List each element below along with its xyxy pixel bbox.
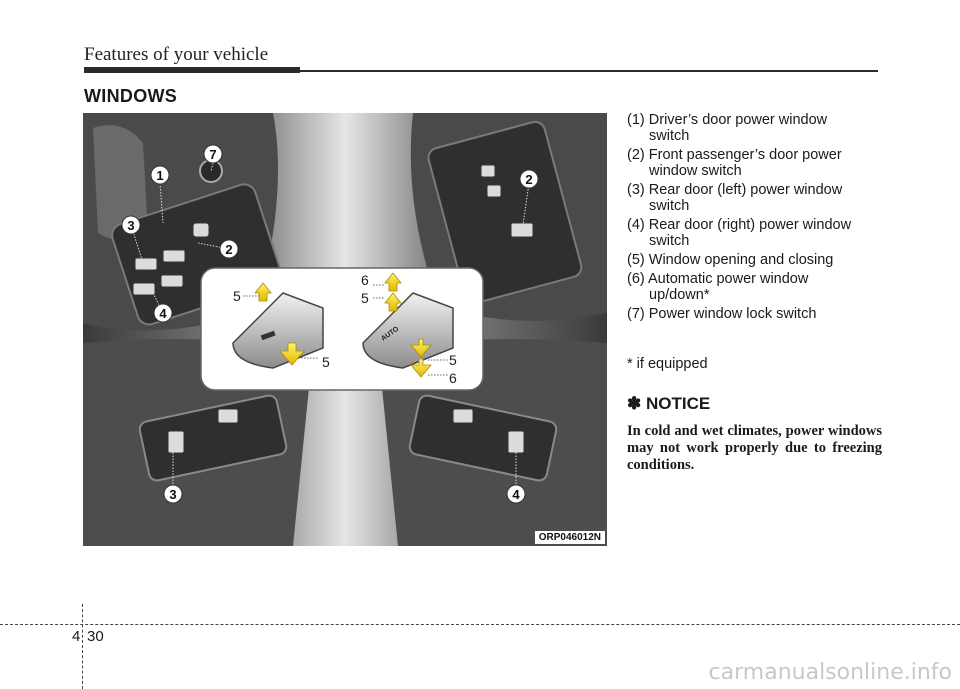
svg-text:4: 4	[159, 306, 167, 321]
legend-item: (7) Power window lock switch	[627, 306, 887, 322]
legend-item: (5) Window opening and closing	[627, 252, 887, 268]
callout-1: 1	[151, 166, 169, 184]
callout-7: 7	[204, 145, 222, 163]
callout-2-passenger: 2	[520, 170, 538, 188]
inset-label: 5	[233, 288, 241, 304]
callout-2: 2	[220, 240, 238, 258]
footer-rule	[0, 624, 960, 625]
inset-label: 5	[361, 290, 369, 306]
notice-body: In cold and wet climates, power windows …	[627, 423, 882, 474]
callout-4: 4	[154, 304, 172, 322]
svg-text:1: 1	[156, 168, 163, 183]
figure-code: ORP046012N	[535, 531, 605, 544]
inset-label: 5	[322, 354, 330, 370]
notice-title: ✽ NOTICE	[627, 394, 710, 414]
footer-vertical-rule	[82, 604, 83, 689]
chapter-number: 4	[72, 628, 80, 645]
svg-text:3: 3	[169, 487, 176, 502]
notice-symbol-icon: ✽	[627, 394, 641, 413]
watermark: carmanualsonline.info	[709, 660, 952, 685]
header-rule	[84, 67, 300, 73]
inset-label: 5	[449, 352, 457, 368]
page-header-title: Features of your vehicle	[84, 44, 268, 66]
callout-4-rear-right: 4	[507, 485, 525, 503]
inset-label: 6	[449, 370, 457, 386]
svg-text:2: 2	[225, 242, 232, 257]
svg-text:7: 7	[209, 147, 216, 162]
svg-text:3: 3	[127, 218, 134, 233]
svg-text:4: 4	[512, 487, 520, 502]
inset-label: 6	[361, 272, 369, 288]
window-switch-figure: AUTO 5 5 6 5 5 6	[83, 113, 607, 546]
callout-3: 3	[122, 216, 140, 234]
callout-3-rear-left: 3	[164, 485, 182, 503]
page-number: 30	[87, 628, 104, 645]
footnote: * if equipped	[627, 356, 708, 372]
header-rule-thin	[300, 70, 878, 72]
section-title: WINDOWS	[84, 86, 177, 107]
svg-text:2: 2	[525, 172, 532, 187]
